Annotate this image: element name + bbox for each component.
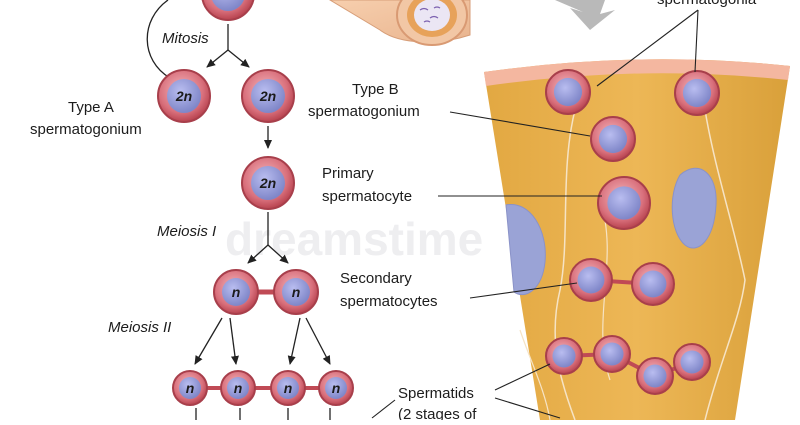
vessel-illustration — [329, 0, 615, 46]
cell-spermatogonium — [545, 69, 591, 115]
marker-2n: 2n — [175, 88, 192, 104]
cell-secondary-spermatocyte — [631, 262, 675, 306]
cell-primary-spermatocyte — [597, 176, 651, 230]
stage-mitosis: Mitosis — [162, 30, 209, 47]
cell-secondary-pair: n n — [213, 269, 319, 315]
label-secondary-line1: Secondary — [340, 270, 412, 287]
label-type-a-line1: Type A — [68, 99, 114, 116]
marker-n: n — [292, 284, 301, 300]
cell-type-b — [590, 116, 636, 162]
cell-type-a: 2n — [157, 69, 211, 123]
stage-labels: Type B spermatogonium Primary spermatocy… — [308, 0, 757, 423]
marker-n: n — [284, 380, 293, 396]
label-primary-line1: Primary — [322, 165, 374, 182]
cell-spermatid — [673, 343, 711, 381]
spermatid-row: n n n n — [172, 370, 354, 406]
tubule-section — [484, 59, 790, 421]
tubule-cells — [545, 69, 720, 395]
label-primary-line2: spermatocyte — [322, 188, 412, 205]
label-spermatids-line2: (2 stages of — [398, 406, 477, 420]
marker-2n: 2n — [259, 175, 276, 191]
label-spermatogonia: spermatogonia — [657, 0, 757, 8]
cell-spermatid — [593, 335, 631, 373]
label-spermatids-line1: Spermatids — [398, 385, 474, 402]
label-type-b-line2: spermatogonium — [308, 103, 420, 120]
marker-n: n — [234, 380, 243, 396]
stage-meiosis-1: Meiosis I — [157, 223, 216, 240]
lineage-flow: Mitosis 2n 2n Type A spermatogonium 2n M… — [30, 0, 396, 420]
marker-n: n — [332, 380, 341, 396]
marker-n: n — [232, 284, 241, 300]
cell-primary: 2n — [241, 156, 295, 210]
label-secondary-line2: spermatocytes — [340, 293, 438, 310]
label-type-a-line2: spermatogonium — [30, 121, 142, 138]
cell-secondary-spermatocyte — [569, 258, 613, 302]
stage-meiosis-2: Meiosis II — [108, 319, 171, 336]
cell-spermatogonium — [674, 70, 720, 116]
cell-spermatid — [545, 337, 583, 375]
cell-spermatid — [636, 357, 674, 395]
watermark-text: dreamstime — [225, 213, 483, 265]
label-type-b-line1: Type B — [352, 81, 399, 98]
cell-type-b-progenitor: 2n — [241, 69, 295, 123]
cell-top-partial — [201, 0, 255, 21]
marker-n: n — [186, 380, 195, 396]
marker-2n: 2n — [259, 88, 276, 104]
